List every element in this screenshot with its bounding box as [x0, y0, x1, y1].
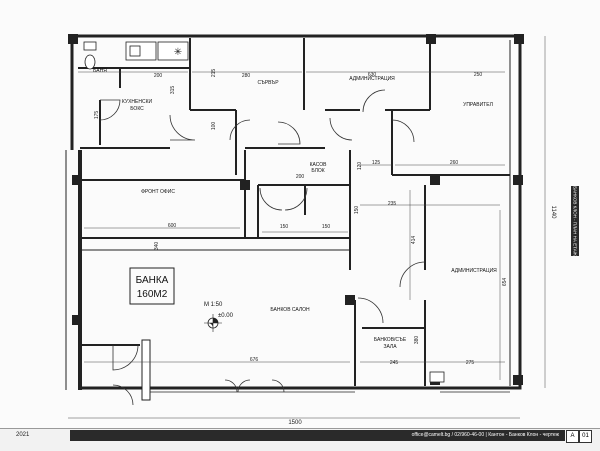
dim-label: 215 — [211, 69, 217, 78]
title-block-year: 2021 — [16, 432, 30, 438]
dim-label: 150 — [354, 206, 360, 215]
fixture-block — [429, 371, 445, 383]
dim-label: 200 — [296, 174, 305, 180]
title-block-contact: office@camelt.bg / 02/960-46-00 | Кантон… — [70, 430, 565, 441]
side-title-tab: БАНКОВ КЛОН - ПЛАН НА ЕТАЖ — [571, 186, 579, 256]
dim-label-overall-width: 1500 — [288, 420, 302, 426]
dim-label: 600 — [168, 223, 177, 229]
room-label-manager: УПРАВИТЕЛ — [463, 102, 493, 108]
room-label-kitchen-2: БОКС — [130, 106, 144, 112]
dim-label: 654 — [502, 278, 508, 287]
area-stamp-area: 160М2 — [137, 289, 168, 300]
level-marker — [204, 314, 222, 332]
sink-icon — [83, 41, 97, 51]
room-label-cash-2: БЛОК — [311, 168, 324, 174]
cooktop-icon — [157, 41, 189, 61]
door-swing — [362, 89, 386, 113]
dim-label: 676 — [250, 357, 259, 363]
column — [72, 175, 82, 185]
sink-icon — [129, 45, 141, 57]
dim-label: 250 — [474, 72, 483, 78]
toilet-icon — [84, 54, 96, 70]
column — [345, 295, 355, 305]
dim-label-overall-height: 1140 — [550, 206, 556, 220]
sheet-number: 01 — [579, 430, 592, 443]
door-swing — [112, 344, 139, 371]
outer-walls — [65, 34, 522, 390]
column — [513, 175, 523, 185]
sheet-letter: A — [566, 430, 579, 443]
dimension-lines — [68, 36, 546, 419]
column — [513, 375, 523, 385]
snowflake-icon: ✳ — [174, 47, 182, 58]
dim-label: 315 — [170, 86, 176, 95]
dim-label: 100 — [211, 122, 217, 131]
column — [430, 175, 440, 185]
door-swing — [284, 187, 308, 211]
dim-label: 275 — [466, 360, 475, 366]
interior-walls — [78, 38, 510, 386]
column — [240, 180, 250, 190]
room-label-server: СЪРВЪР — [257, 80, 279, 86]
dim-label: 150 — [322, 224, 331, 230]
dim-label: 245 — [390, 360, 399, 366]
dim-label: 340 — [154, 242, 160, 251]
area-stamp-title: БАНКА — [136, 275, 169, 286]
door-swing — [224, 379, 238, 393]
room-label-kitchen: КУХНЕНСКИ — [122, 99, 153, 105]
side-title-text: БАНКОВ КЛОН - ПЛАН НА ЕТАЖ — [572, 186, 578, 256]
door-swing — [99, 99, 121, 121]
area-stamp-box — [129, 267, 175, 305]
door-swing — [277, 121, 301, 145]
door-swing — [271, 379, 285, 393]
dim-label: 175 — [94, 111, 100, 120]
level-marker-fill — [208, 323, 213, 328]
room-label-front-office: ФРОНТ ОФИС — [141, 189, 175, 195]
room-label-vault-2: ЗАЛА — [383, 344, 397, 350]
dim-label: 120 — [357, 162, 363, 171]
room-label-bank-hall: БАНКОВ САЛОН — [270, 307, 310, 313]
door-swing — [259, 187, 283, 211]
room-label-vault: БАНКОВ/СЪЕ — [374, 337, 407, 343]
room-label-administration-top: АДМИНИСТРАЦИЯ — [349, 76, 395, 82]
column — [68, 34, 78, 44]
door-swing — [112, 384, 134, 406]
dim-label: 380 — [414, 336, 420, 345]
room-label-bathroom: БАНЯ — [93, 68, 107, 74]
door-swing — [229, 119, 251, 141]
room-label-administration-right: АДМИНИСТРАЦИЯ — [451, 268, 497, 274]
door-swings — [99, 89, 426, 406]
dim-label: 630 — [368, 72, 377, 78]
column — [514, 34, 524, 44]
door-swing — [357, 297, 384, 324]
column — [426, 34, 436, 44]
level-marker-fill — [213, 318, 218, 323]
dim-label: 414 — [411, 236, 417, 245]
entrance-panel — [141, 339, 151, 401]
column — [72, 315, 82, 325]
door-swing — [399, 261, 426, 288]
level-value: ±0.00 — [218, 313, 234, 319]
dim-label: 200 — [154, 73, 163, 79]
outer-wall — [72, 34, 522, 390]
structural-columns — [68, 34, 524, 385]
door-swing — [237, 379, 251, 393]
dim-label: 280 — [242, 73, 251, 79]
dim-label: 235 — [388, 201, 397, 207]
dim-label: 260 — [450, 160, 459, 166]
dim-label: 125 — [372, 160, 381, 166]
dim-label: 150 — [280, 224, 289, 230]
door-swing — [329, 117, 353, 141]
scale-ratio: М 1:50 — [204, 302, 223, 308]
door-swing — [391, 119, 415, 143]
fixtures — [83, 41, 445, 383]
door-swing — [169, 114, 196, 141]
room-label-cash: КАСОВ — [310, 162, 328, 168]
